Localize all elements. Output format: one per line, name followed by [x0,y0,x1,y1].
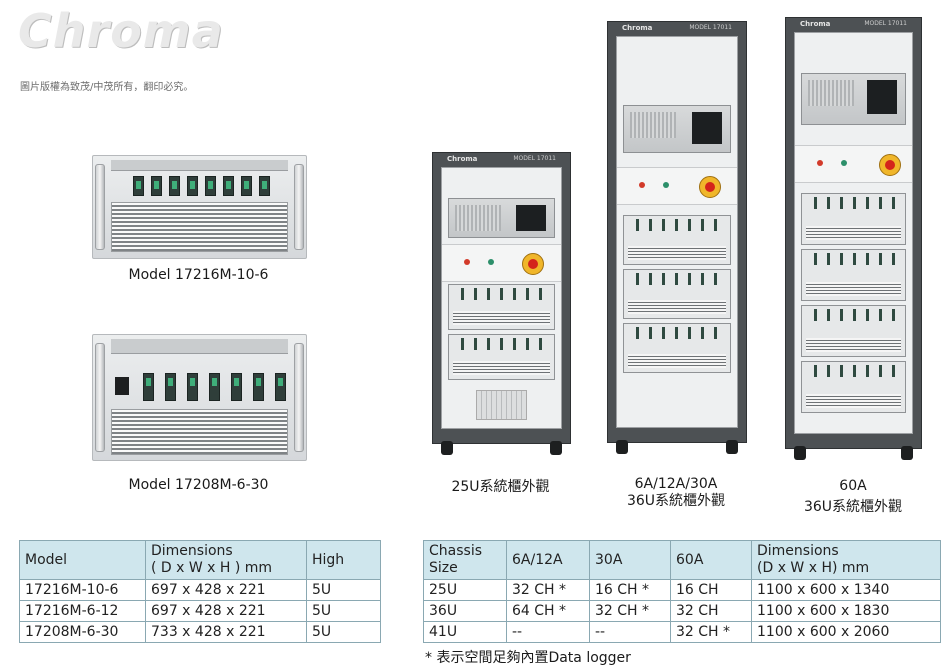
cell-60a: 32 CH * [670,621,752,643]
cell-model: 17216M-6-12 [19,600,146,622]
cell-dimensions: 1100 x 600 x 2060 [751,621,941,643]
cabinet-caption-36u-b: 60A 36U系統櫃外觀 [778,476,928,518]
table-row: 36U 64 CH * 32 CH * 32 CH 1100 x 600 x 1… [423,600,941,622]
product-image-17216M-10-6 [92,155,307,259]
header-6a-12a: 6A/12A [506,540,590,580]
cell-model: 17216M-10-6 [19,579,146,601]
cell-6a-12a: 64 CH * [506,600,590,622]
header-30a: 30A [589,540,671,580]
data-logger-footnote: * 表示空間足夠內置Data logger [425,650,631,666]
cell-30a: 32 CH * [589,600,671,622]
product-image-17208M-6-30 [92,334,307,461]
cabinet-caption-36u-a-line2: 36U系統櫃外觀 [626,493,726,509]
models-table-header: Model Dimensions ( D x W x H ) mm High [19,540,381,580]
models-table: Model Dimensions ( D x W x H ) mm High 1… [19,540,381,643]
header-dimensions: Dimensions (D x W x H) mm [751,540,941,580]
cell-chassis-size: 36U [423,600,507,622]
table-row: 41U -- -- 32 CH * 1100 x 600 x 2060 [423,621,941,643]
cell-model: 17208M-6-30 [19,621,146,643]
cabinet-caption-36u-b-line1: 60A [839,478,867,494]
cabinet-caption-36u-a-line1: 6A/12A/30A [634,476,718,492]
cell-dimensions: 733 x 428 x 221 [145,621,307,643]
header-60a: 60A [670,540,752,580]
cell-60a: 32 CH [670,600,752,622]
table-row: 17216M-6-12 697 x 428 x 221 5U [19,600,381,622]
header-model: Model [19,540,146,580]
cell-60a: 16 CH [670,579,752,601]
cell-dimensions: 1100 x 600 x 1340 [751,579,941,601]
chassis-table-header: Chassis Size 6A/12A 30A 60A Dimensions (… [423,540,941,580]
table-row: 17208M-6-30 733 x 428 x 221 5U [19,621,381,643]
chroma-logo: Chroma [18,4,224,58]
cell-6a-12a: 32 CH * [506,579,590,601]
table-row: 17216M-10-6 697 x 428 x 221 5U [19,579,381,601]
cabinet-caption-25u: 25U系統櫃外觀 [432,476,569,496]
header-chassis-size: Chassis Size [423,540,507,580]
header-high: High [306,540,381,580]
cell-chassis-size: 41U [423,621,507,643]
cell-high: 5U [306,621,381,643]
header-dimensions: Dimensions ( D x W x H ) mm [145,540,307,580]
cell-high: 5U [306,579,381,601]
cabinet-caption-25u-line1: 25U系統櫃外觀 [451,479,550,495]
cell-30a: -- [589,621,671,643]
chassis-table: Chassis Size 6A/12A 30A 60A Dimensions (… [423,540,941,643]
cell-chassis-size: 25U [423,579,507,601]
table-row: 25U 32 CH * 16 CH * 16 CH 1100 x 600 x 1… [423,579,941,601]
cabinet-caption-36u-b-line2: 36U系統櫃外觀 [803,499,903,515]
cell-dimensions: 697 x 428 x 221 [145,579,307,601]
cell-6a-12a: -- [506,621,590,643]
copyright-notice: 圖片版權為致茂/中茂所有，翻印必究。 [20,82,194,93]
cell-dimensions: 697 x 428 x 221 [145,600,307,622]
cabinet-caption-36u-a: 6A/12A/30A 36U系統櫃外觀 [597,476,755,510]
cell-high: 5U [306,600,381,622]
cell-30a: 16 CH * [589,579,671,601]
cell-dimensions: 1100 x 600 x 1830 [751,600,941,622]
product-caption-1: Model 17216M-10-6 [128,267,269,283]
product-caption-2: Model 17208M-6-30 [128,477,269,493]
